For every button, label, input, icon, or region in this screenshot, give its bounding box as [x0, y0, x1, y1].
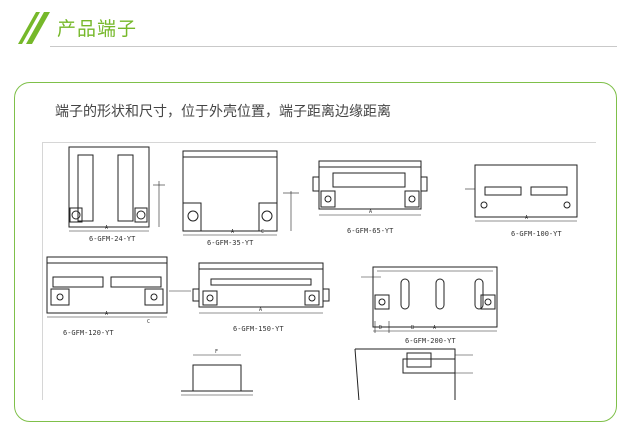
dim-label-b: B [411, 325, 414, 331]
drawing-caption: 6-GFM-100-YT [511, 230, 562, 238]
drawing-6-gfm-120-yt [46, 256, 191, 318]
technical-drawings: A A C A A A C A D B A F 6-GFM-24-YT 6-GF… [46, 146, 578, 400]
dim-label-a: A [105, 225, 108, 231]
title-divider [50, 46, 617, 47]
drawing-caption: 6-GFM-150-YT [233, 325, 284, 333]
dim-label-a: A [369, 209, 372, 215]
drawing-terminal-section [354, 348, 473, 400]
section-description: 端子的形状和尺寸，位于外壳位置，端子距离边缘距离 [55, 104, 391, 120]
terminal-drawing-sheet: A A C A A A C A D B A F 6-GFM-24-YT 6-GF… [42, 142, 596, 400]
dim-label-c: C [147, 319, 150, 325]
dim-label-a: A [105, 311, 108, 317]
dim-label-c: C [261, 229, 264, 235]
drawing-6-gfm-24-yt [68, 146, 165, 232]
drawing-6-gfm-35-yt [182, 150, 299, 236]
drawing-terminal-detail [181, 354, 253, 396]
drawing-caption: 6-GFM-24-YT [89, 235, 136, 243]
drawing-caption: 6-GFM-120-YT [63, 329, 114, 337]
drawing-6-gfm-150-yt [192, 262, 330, 314]
dim-label-a: A [259, 307, 262, 313]
page-title: 产品端子 [57, 18, 138, 40]
dim-label-a: A [525, 215, 528, 221]
section-header: 产品端子 [0, 0, 636, 56]
drawing-caption: 6-GFM-35-YT [207, 239, 254, 247]
drawing-6-gfm-100-yt [465, 164, 578, 222]
dim-label-f: F [215, 349, 218, 355]
dim-label-d: D [379, 325, 382, 331]
drawing-6-gfm-65-yt [312, 160, 428, 216]
drawing-caption: 6-GFM-200-YT [405, 337, 456, 345]
green-slash-icon [18, 12, 50, 44]
drawing-caption: 6-GFM-65-YT [347, 227, 394, 235]
dim-label-a: A [433, 325, 436, 331]
dim-label-a: A [231, 229, 234, 235]
drawing-6-gfm-200-yt [361, 266, 498, 333]
